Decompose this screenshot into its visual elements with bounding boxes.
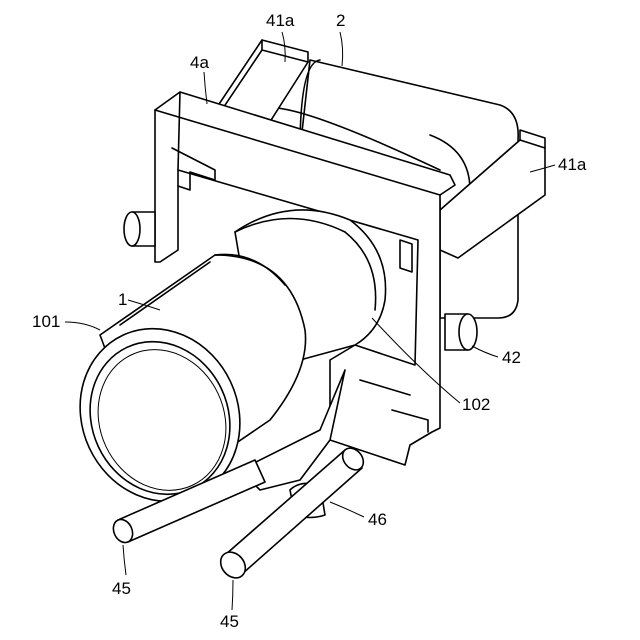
- left-pin: [124, 212, 155, 246]
- label-41a-top: 41a: [266, 11, 295, 30]
- label-45-left: 45: [112, 579, 131, 598]
- label-101: 101: [32, 312, 60, 331]
- label-1: 1: [118, 290, 127, 309]
- label-42: 42: [502, 348, 521, 367]
- label-41a-right: 41a: [558, 155, 587, 174]
- label-2: 2: [336, 11, 345, 30]
- label-102: 102: [462, 395, 490, 414]
- label-46: 46: [368, 510, 387, 529]
- label-4a: 4a: [190, 53, 209, 72]
- label-45-right: 45: [220, 612, 239, 631]
- right-pin-42: [445, 314, 477, 350]
